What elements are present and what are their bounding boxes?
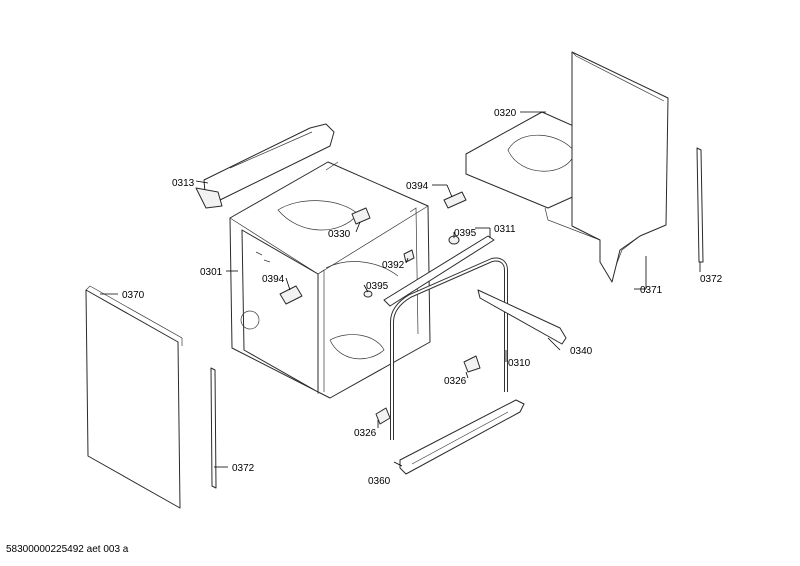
callout-0394-top: 0394 <box>406 181 429 192</box>
callout-0395-top: 0395 <box>454 228 477 239</box>
part-0301-tub <box>229 161 431 399</box>
callout-0394-left: 0394 <box>262 274 285 285</box>
callout-0392: 0392 <box>382 260 405 271</box>
part-0326-clips <box>375 355 481 425</box>
callout-0311: 0311 <box>494 224 516 235</box>
callout-0360: 0360 <box>368 476 391 487</box>
part-0340-rail <box>477 289 567 345</box>
hardware-parts <box>279 191 467 305</box>
part-0360-front-profile <box>399 399 525 475</box>
part-0370-side-panel <box>85 285 183 509</box>
callout-0313: 0313 <box>172 178 195 189</box>
part-0371-side-insulation <box>571 51 669 283</box>
callout-0370: 0370 <box>122 290 145 301</box>
callout-0326-left: 0326 <box>354 428 377 439</box>
part-0310-door-seal <box>390 257 508 440</box>
part-0313-top-rail <box>195 123 335 209</box>
part-0372-left-trim <box>210 367 217 489</box>
callout-0326-right: 0326 <box>444 376 467 387</box>
callout-0340: 0340 <box>570 346 593 357</box>
callout-0330: 0330 <box>328 229 351 240</box>
callout-labels: 0320 0313 0394 0330 0395 0311 0392 0301 … <box>122 108 723 487</box>
callout-0301: 0301 <box>200 267 223 278</box>
callout-0371: 0371 <box>640 285 663 296</box>
leader-lines <box>100 111 701 468</box>
callout-0395-mid: 0395 <box>366 281 389 292</box>
callout-0320: 0320 <box>494 108 517 119</box>
part-0372-right-trim <box>696 147 704 263</box>
document-id-footer: 58300000225492 aet 003 a <box>6 544 129 555</box>
part-0311-rail <box>383 235 495 307</box>
callout-0372-right: 0372 <box>700 274 723 285</box>
callout-0310: 0310 <box>508 358 531 369</box>
callout-0372-left: 0372 <box>232 463 255 474</box>
